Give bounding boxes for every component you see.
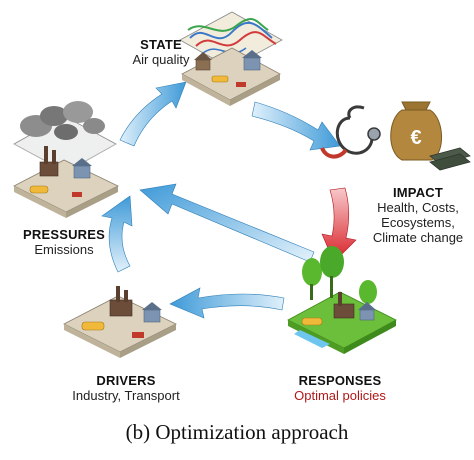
impact-node-label: IMPACT Health, Costs, Ecosystems, Climat… xyxy=(362,185,474,246)
responses-node-label: RESPONSES Optimal policies xyxy=(270,373,410,404)
state-title: STATE xyxy=(140,37,182,52)
pressures-subtitle: Emissions xyxy=(34,241,94,257)
arrow-drivers-to-pressures xyxy=(101,195,133,273)
pressures-city-illustration xyxy=(13,101,119,218)
arrow-responses-to-pressures xyxy=(139,183,315,263)
impact-subtitle-line: Health, Costs, xyxy=(377,199,459,215)
money-bag-icon: € xyxy=(390,101,443,161)
drivers-subtitle: Industry, Transport xyxy=(72,387,180,403)
state-node-label: STATE Air quality xyxy=(96,37,226,68)
arrow-pressures-to-state xyxy=(119,81,187,147)
impact-title: IMPACT xyxy=(392,185,444,200)
responses-city-illustration xyxy=(287,246,397,354)
responses-title: RESPONSES xyxy=(298,373,382,388)
state-subtitle: Air quality xyxy=(132,51,190,67)
stethoscope-icon xyxy=(320,105,381,159)
arrow-responses-to-drivers xyxy=(169,287,285,319)
state-city-illustration xyxy=(179,11,283,106)
impact-subtitle-line: Ecosystems, xyxy=(381,214,455,230)
pressures-node-label: PRESSURES Emissions xyxy=(4,227,124,258)
drivers-city-illustration xyxy=(63,286,177,358)
impact-subtitle-line: Climate change xyxy=(372,229,464,245)
figure-caption: (b) Optimization approach xyxy=(125,420,349,444)
responses-subtitle: Optimal policies xyxy=(294,387,386,403)
drivers-title: DRIVERS xyxy=(96,373,156,388)
pressures-title: PRESSURES xyxy=(23,227,105,242)
euro-symbol: € xyxy=(410,127,421,149)
arrow-state-to-impact xyxy=(251,101,341,151)
banknotes-icon xyxy=(429,147,471,171)
drivers-node-label: DRIVERS Industry, Transport xyxy=(46,373,206,404)
